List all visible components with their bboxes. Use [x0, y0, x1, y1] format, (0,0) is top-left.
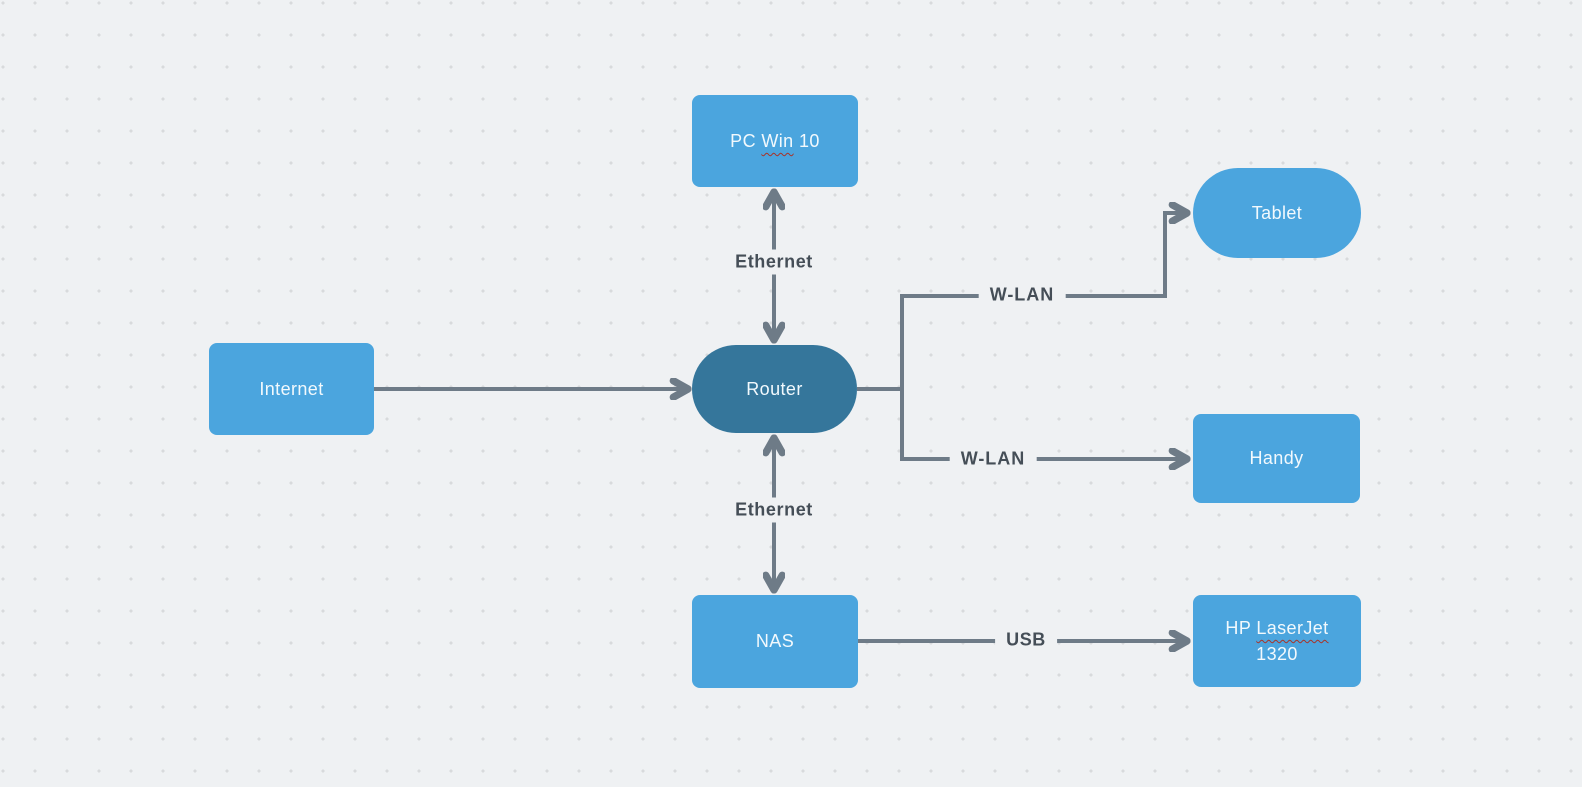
edge-label-wlan-tablet[interactable]: W-LAN [978, 282, 1066, 308]
edge-label-usb[interactable]: USB [995, 627, 1057, 653]
spellcheck-squiggle: LaserJet [1256, 617, 1329, 638]
node-router[interactable]: Router [692, 345, 857, 433]
node-internet-label: Internet [259, 378, 324, 399]
node-handy-label: Handy [1249, 448, 1304, 469]
node-internet[interactable]: Internet [209, 343, 374, 435]
edge-label-wlan-handy[interactable]: W-LAN [949, 446, 1037, 472]
node-tablet[interactable]: Tablet [1193, 168, 1361, 258]
edge-label-ethernet-nas[interactable]: Ethernet [724, 497, 824, 523]
node-tablet-label: Tablet [1251, 202, 1303, 223]
edge-label-ethernet-pc[interactable]: Ethernet [724, 249, 824, 275]
spellcheck-squiggle: Win [761, 130, 794, 151]
node-pc-win-10[interactable]: PC Win 10 [692, 95, 858, 187]
node-nas-label: NAS [755, 631, 795, 652]
node-pc-label: PC Win 10 [730, 130, 820, 151]
connector-router-handy[interactable] [900, 389, 1187, 459]
node-router-label: Router [746, 378, 803, 399]
node-nas[interactable]: NAS [692, 595, 858, 688]
node-handy[interactable]: Handy [1193, 414, 1360, 503]
